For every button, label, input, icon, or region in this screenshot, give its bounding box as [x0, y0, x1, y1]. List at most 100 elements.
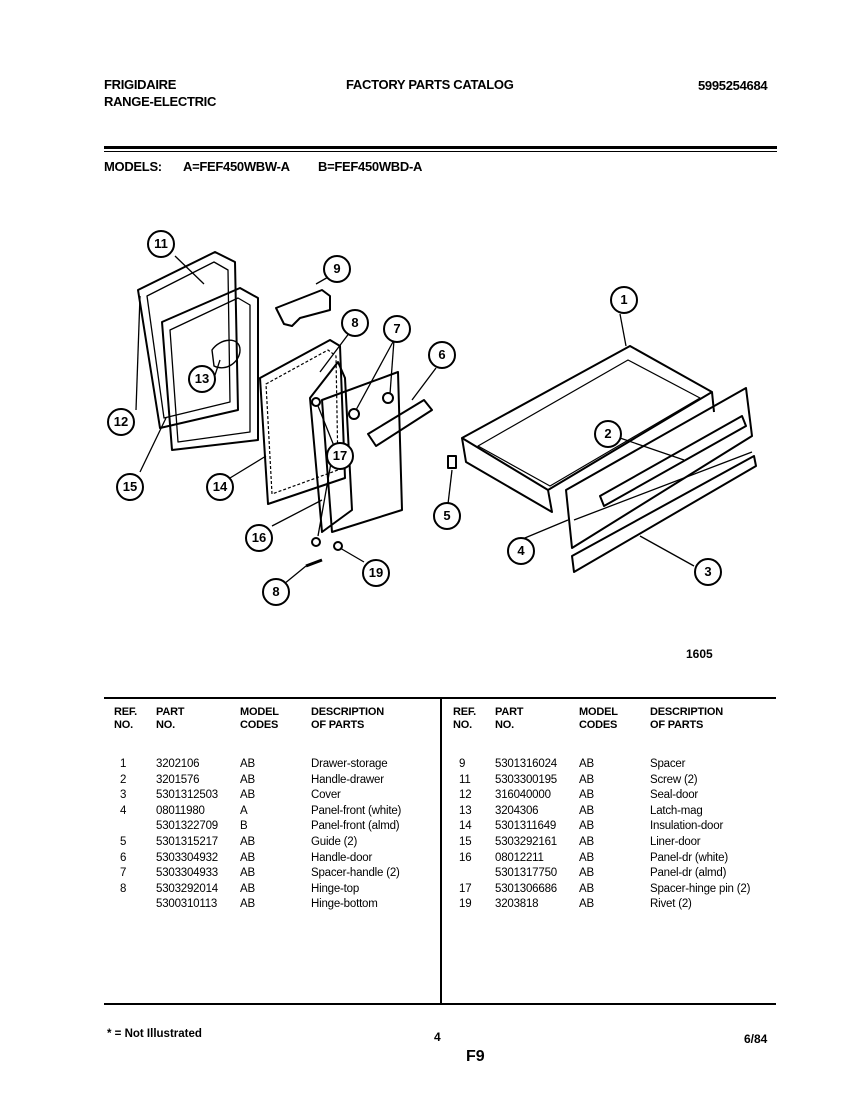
description: Handle-door [311, 851, 373, 864]
callout-9: 9 [323, 255, 351, 283]
description: Seal-door [650, 789, 699, 802]
model-code: AB [240, 851, 255, 864]
description: Liner-door [650, 835, 701, 848]
ref-no: 4 [120, 804, 127, 817]
description: Panel-front (white) [311, 804, 402, 817]
col-ofparts: OF PARTS [650, 719, 704, 731]
col-ofparts: OF PARTS [311, 719, 365, 731]
model-code: AB [240, 758, 255, 770]
part-number: 3204306 [495, 804, 539, 817]
model-code: AB [240, 835, 255, 848]
catalog-title: FACTORY PARTS CATALOG [346, 77, 514, 92]
insulation-door-shape [259, 339, 346, 505]
ref-no: 2 [120, 773, 127, 786]
latch-mag-shape [211, 339, 241, 369]
description: Hinge-top [311, 882, 360, 895]
callout-13: 13 [188, 365, 216, 393]
seal-door-shape [137, 251, 239, 429]
model-code: AB [579, 789, 594, 802]
description: Latch-mag [650, 804, 703, 817]
revision-date: 6/84 [744, 1032, 768, 1046]
part-number: 3203818 [495, 898, 539, 911]
panel-front-shape [565, 387, 753, 549]
col-part: PART [156, 706, 185, 718]
callout-19: 19 [362, 559, 390, 587]
part-number: 5301316024 [495, 758, 557, 770]
callout-6: 6 [428, 341, 456, 369]
cover-shape [571, 455, 757, 573]
callout-1: 1 [610, 286, 638, 314]
description: Panel-front (almd) [311, 820, 400, 833]
description: Panel-dr (white) [650, 851, 728, 864]
col-part-no: NO. [495, 719, 514, 731]
part-number: 08011980 [156, 804, 205, 817]
ref-no: 6 [120, 851, 127, 864]
part-number: 5301311649 [495, 820, 557, 833]
part-number: 5301317750 [495, 867, 557, 880]
ref-no: 7 [120, 867, 127, 880]
callout-2: 2 [594, 420, 622, 448]
page-number: 4 [434, 1030, 441, 1044]
table-row: 13 3204306 AB Latch-mag [453, 804, 775, 820]
spacer-handle-shape [348, 408, 360, 420]
model-code: AB [579, 867, 594, 880]
ref-no: 13 [459, 804, 472, 817]
callout-4: 4 [507, 537, 535, 565]
description: Spacer-hinge pin (2) [650, 882, 751, 895]
model-code: AB [579, 835, 594, 848]
model-code: AB [240, 789, 255, 802]
ref-no: 9 [459, 758, 466, 770]
ref-no: 1 [120, 758, 127, 770]
guide-shape [447, 455, 457, 469]
description: Cover [311, 789, 341, 802]
spacer-bracket-shape [275, 289, 331, 327]
col-part-no: NO. [156, 719, 175, 731]
panel-door-shape [321, 371, 403, 533]
model-code: AB [579, 804, 594, 817]
model-b: B=FEF450WBD-A [318, 159, 423, 174]
handle-door-shape [367, 399, 433, 447]
part-number: 5303304933 [156, 867, 218, 880]
parts-table-right: REF. NO. PART NO. MODEL CODES DESCRIPTIO… [453, 706, 775, 913]
col-codes: CODES [579, 719, 618, 731]
description: Guide (2) [311, 835, 358, 848]
drawer-shape [461, 345, 713, 491]
callout-12: 12 [107, 408, 135, 436]
col-ref: REF. [453, 706, 477, 718]
exploded-diagram [135, 251, 757, 585]
brand-name: FRIGIDAIRE [104, 77, 177, 92]
callout-8-top: 8 [341, 309, 369, 337]
callout-17: 17 [326, 442, 354, 470]
model-code: AB [579, 773, 594, 786]
model-code: B [240, 820, 248, 833]
figure-code: 1605 [686, 647, 713, 661]
model-code: AB [579, 898, 594, 911]
description: Panel-dr (almd) [650, 867, 727, 880]
callout-3: 3 [694, 558, 722, 586]
callout-5: 5 [433, 502, 461, 530]
col-ref-no: NO. [114, 719, 133, 731]
description: Insulation-door [650, 820, 724, 833]
section-code: F9 [466, 1048, 485, 1065]
model-code: AB [240, 867, 255, 880]
description: Hinge-bottom [311, 898, 378, 911]
ref-no: 5 [120, 835, 127, 848]
table-row: 5301317750 AB Panel-dr (almd) [453, 866, 775, 882]
handle-drawer-shape [599, 415, 747, 507]
callout-8-bottom: 8 [262, 578, 290, 606]
part-number: 5300310113 [156, 898, 218, 911]
model-code: AB [579, 851, 594, 864]
description: Drawer-storage [311, 758, 388, 770]
ref-no: 16 [459, 851, 472, 864]
